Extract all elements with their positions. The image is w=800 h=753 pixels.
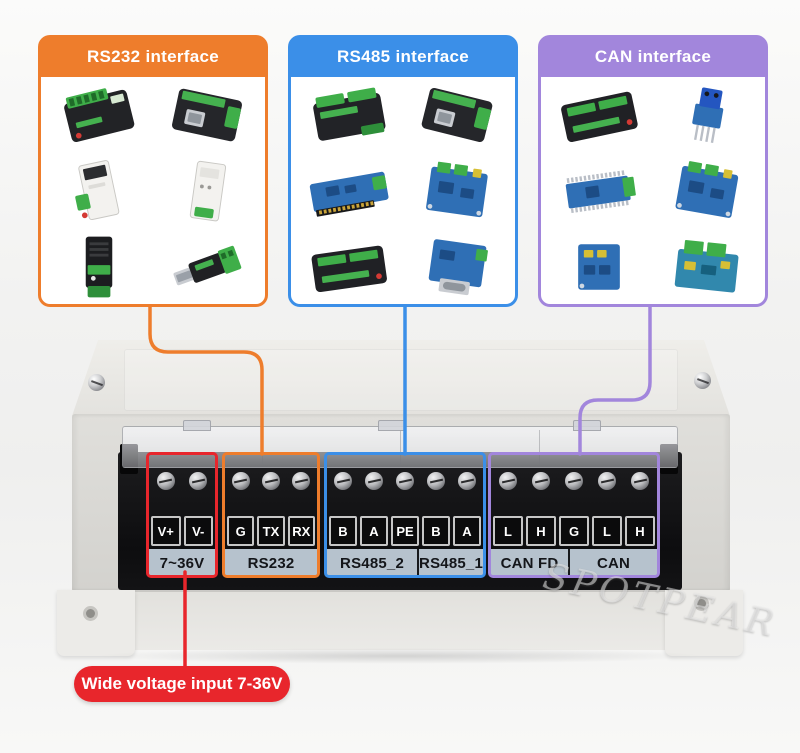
callout-rs485-title: RS485 interface bbox=[290, 37, 516, 77]
terminal-screw-icon bbox=[427, 472, 445, 490]
mount-flange-right bbox=[665, 590, 743, 656]
callout-can: CAN interface bbox=[538, 35, 768, 307]
group-outline-rs232 bbox=[222, 452, 320, 578]
callout-rs485: RS485 interface bbox=[288, 35, 518, 307]
group-outline-power bbox=[146, 452, 218, 578]
terminal-label-can-3: G bbox=[559, 516, 589, 546]
can-product-2-photo bbox=[692, 87, 724, 144]
terminal-label-rs485-5: A bbox=[453, 516, 481, 546]
terminal-screw-icon bbox=[262, 472, 280, 490]
terminal-screw-icon bbox=[334, 472, 352, 490]
terminal-screw-icon bbox=[499, 472, 517, 490]
terminal-label-rs232-3: RX bbox=[287, 516, 315, 546]
rs485-product-5-photo bbox=[311, 245, 387, 293]
terminal-label-rs232-2: TX bbox=[257, 516, 285, 546]
group-outline-rs485 bbox=[324, 452, 486, 578]
terminal-label-can-5: H bbox=[625, 516, 655, 546]
callout-can-products bbox=[541, 77, 765, 307]
terminal-screw-icon bbox=[189, 472, 208, 490]
device-lid-outline bbox=[124, 349, 678, 411]
case-screw-icon bbox=[694, 372, 711, 389]
callout-can-title: CAN interface bbox=[540, 37, 766, 77]
group-label: CAN FD bbox=[491, 549, 569, 577]
rs485-product-4-photo bbox=[426, 161, 488, 218]
group-label: RS485_2 bbox=[327, 549, 418, 577]
can-product-5-photo bbox=[578, 244, 620, 290]
terminal-screw-icon bbox=[156, 472, 175, 490]
group-band-power: 7~36V bbox=[149, 549, 215, 577]
terminal-label-rs485-2: A bbox=[360, 516, 388, 546]
annotation-wide-voltage: Wide voltage input 7-36V bbox=[74, 666, 290, 702]
rs232-product-5-photo bbox=[85, 236, 113, 298]
rs485-product-1-photo bbox=[313, 87, 386, 141]
group-label: RS485_1 bbox=[417, 549, 483, 577]
mount-flange-left bbox=[57, 590, 135, 656]
group-band-rs232: RS232 bbox=[225, 549, 317, 577]
callout-rs232-title: RS232 interface bbox=[40, 37, 266, 77]
case-screw-icon bbox=[88, 374, 105, 391]
terminal-screw-icon bbox=[598, 472, 616, 490]
terminal-label-can-1: L bbox=[493, 516, 523, 546]
terminal-screw-icon bbox=[565, 472, 583, 490]
rs485-product-6-photo bbox=[428, 239, 488, 296]
terminal-label-power-1: V+ bbox=[151, 516, 181, 546]
can-product-3-photo bbox=[565, 170, 636, 214]
device-shadow bbox=[92, 648, 708, 664]
terminal-screw-icon bbox=[396, 472, 414, 490]
terminal-label-rs485-4: B bbox=[422, 516, 450, 546]
group-label: 7~36V bbox=[149, 549, 215, 577]
callout-rs232-products bbox=[41, 77, 265, 307]
callout-rs485-products bbox=[291, 77, 515, 307]
rs485-product-3-photo bbox=[309, 171, 389, 217]
device-bottom-face bbox=[86, 592, 714, 650]
group-label: RS232 bbox=[225, 549, 317, 577]
flange-screw-hole bbox=[83, 606, 98, 621]
rs232-product-4-photo bbox=[189, 160, 227, 222]
terminal-screw-icon bbox=[631, 472, 649, 490]
terminal-screw-icon bbox=[292, 472, 311, 490]
can-product-6-photo bbox=[674, 240, 739, 293]
terminal-label-rs485-3: PE bbox=[391, 516, 419, 546]
can-product-4-photo bbox=[675, 161, 739, 218]
terminal-screw-icon bbox=[458, 472, 476, 490]
rs485-product-2-photo bbox=[421, 87, 493, 143]
rs232-product-3-photo bbox=[75, 160, 120, 221]
rs232-product-2-photo bbox=[172, 88, 242, 142]
terminal-screw-icon bbox=[231, 472, 250, 490]
terminal-label-rs232-1: G bbox=[227, 516, 255, 546]
terminal-label-rs485-1: B bbox=[329, 516, 357, 546]
terminal-label-power-2: V- bbox=[183, 516, 213, 546]
terminal-screw-icon bbox=[532, 472, 550, 490]
device-top-face bbox=[72, 340, 730, 416]
terminal-label-can-4: L bbox=[592, 516, 622, 546]
can-product-1-photo bbox=[561, 91, 638, 142]
rs232-product-6-photo bbox=[173, 245, 242, 286]
group-outline-can bbox=[488, 452, 660, 578]
terminal-label-can-2: H bbox=[526, 516, 556, 546]
flange-screw-hole bbox=[694, 596, 709, 611]
terminal-screw-icon bbox=[365, 472, 383, 490]
callout-rs232: RS232 interface bbox=[38, 35, 268, 307]
group-label: CAN bbox=[568, 549, 657, 577]
rs232-product-1-photo bbox=[64, 88, 135, 143]
